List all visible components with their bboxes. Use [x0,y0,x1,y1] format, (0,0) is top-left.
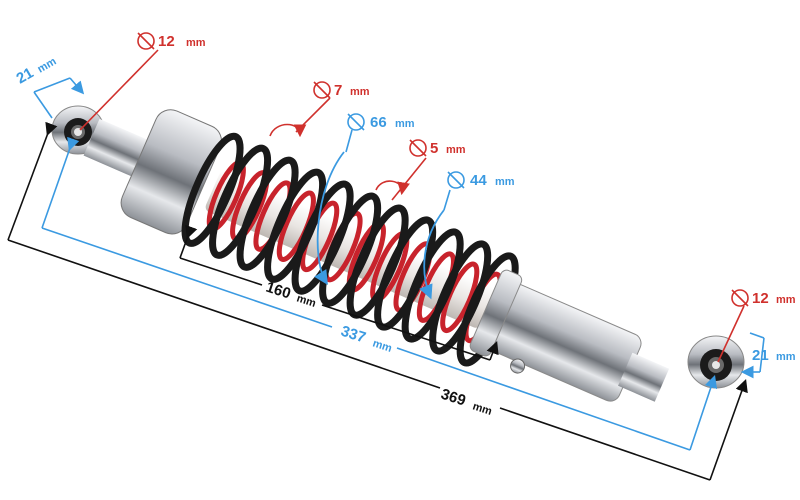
dimension-337 [41,136,718,451]
spring-length-value: 160 [264,279,293,303]
outer-spring-diameter-unit: mm [395,118,415,130]
label-outer-wire-diameter: 7 mm [313,81,370,99]
leader-66mm [314,129,353,286]
top-eye-diameter-unit: mm [186,37,206,49]
top-eye-width-value: 21 [14,64,37,87]
label-top-eye-width: 21 mm [14,55,59,87]
inner-wire-diameter-unit: mm [446,144,466,156]
lower-collar [469,269,523,357]
bottom-eye-width-value: 21 [752,347,769,364]
leader-44mm [419,189,451,300]
leader-top-eye [79,49,159,131]
diameter-icon [313,81,331,99]
inner-spring-diameter-value: 44 [470,172,487,189]
leader-bottom-eye [717,305,745,363]
diameter-icon [731,289,749,307]
leader-5mm [375,157,427,201]
bottom-mounting-eye [687,335,745,389]
top-eye-width-unit: mm [36,55,59,75]
label-bottom-eye-width: 21 mm [752,347,796,364]
outer-spring-diameter-value: 66 [370,114,387,131]
label-overall-length: 369 mm [439,386,494,418]
diameter-icon [137,32,155,50]
label-top-eye-diameter: 12 mm [137,32,206,50]
diameter-icon [347,113,365,131]
eye-to-eye-length-unit: mm [371,337,394,355]
bottom-eye-diameter-unit: mm [776,294,796,306]
shock-absorber [51,105,745,402]
dimension-21-top [33,77,85,119]
eye-to-eye-length-value: 337 [339,323,368,347]
inner-wire-diameter-value: 5 [430,140,438,157]
overall-length-unit: mm [471,400,494,418]
lower-neck [618,352,670,402]
label-spring-length: 160 mm [264,279,318,310]
outer-wire-diameter-unit: mm [350,86,370,98]
inner-spring-diameter-unit: mm [495,176,515,188]
bottom-eye-diameter-value: 12 [752,290,769,307]
spring-length-unit: mm [295,292,318,310]
label-inner-wire-diameter: 5 mm [409,139,466,157]
label-bottom-eye-diameter: 12 mm [731,289,796,307]
outer-wire-diameter-value: 7 [334,82,342,99]
outer-spring [181,132,519,367]
label-inner-spring-diameter: 44 mm [447,171,515,189]
leader-7mm [269,97,331,138]
top-eye-diameter-value: 12 [158,33,175,50]
bottom-eye-width-unit: mm [776,351,796,363]
label-eye-to-eye-length: 337 mm [339,323,394,355]
diameter-icon [447,171,465,189]
adjuster-bolt [510,358,526,374]
dimension-369 [7,121,748,481]
label-outer-spring-diameter: 66 mm [347,113,415,131]
upper-spring-cup [120,109,222,235]
diameter-icon [409,139,427,157]
dimension-160 [179,224,499,361]
overall-length-value: 369 [439,386,468,410]
dimension-21-bottom [740,332,765,379]
